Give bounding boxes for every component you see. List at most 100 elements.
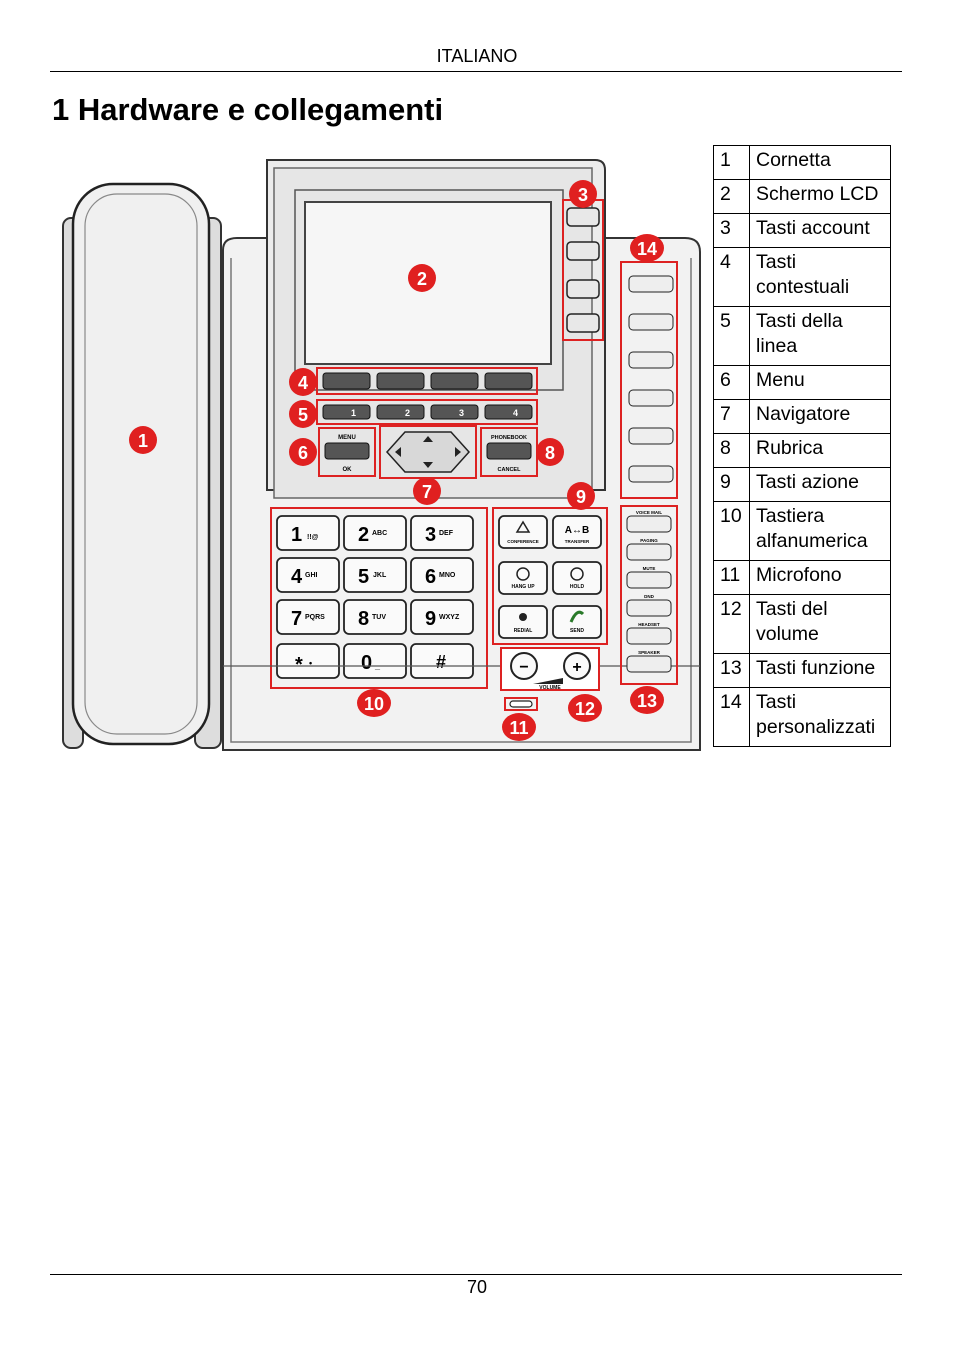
phonebook-label-top: PHONEBOOK [491, 435, 527, 441]
legend-label: Schermo LCD [749, 179, 891, 214]
legend-label: Tasti account [749, 213, 891, 248]
action-label-transfer: TRANSFER [565, 539, 590, 544]
menu-label-bottom: OK [343, 467, 353, 473]
action-label-hold: HOLD [570, 584, 585, 590]
dial-digit-4: 4 [291, 566, 303, 588]
legend-number: 14 [713, 687, 750, 747]
legend-label: Tasti della linea [749, 306, 891, 366]
legend-number: 10 [713, 501, 750, 561]
function-label-dnd: DND [644, 594, 654, 599]
line-keys: 1 2 3 4 [316, 399, 538, 425]
callout-3: 3 [578, 185, 588, 205]
callout-10: 10 [364, 694, 384, 714]
callout-11: 11 [509, 718, 528, 738]
legend-label: Tasti funzione [749, 653, 891, 688]
account-keys [562, 199, 604, 341]
dial-sub-8: TUV [372, 614, 386, 621]
legend-label: Tasti personalizzati [749, 687, 891, 747]
callout-14-badge [630, 234, 664, 262]
legend-number: 8 [713, 433, 750, 468]
legend-label: Menu [749, 365, 891, 400]
phonebook-label-bottom: CANCEL [498, 467, 522, 473]
callout-1: 1 [138, 431, 148, 451]
legend-number: 13 [713, 653, 750, 688]
navigator [379, 425, 477, 479]
phone-diagram: 1 2 3 4 MENU OK PHONEBOOK CANCEL [62, 159, 701, 751]
dial-sub-7: PQRS [305, 614, 325, 621]
function-label-voice-mail: VOICE MAIL [636, 510, 663, 515]
dial-digit-1: 1 [291, 524, 302, 546]
dial-sub-2: ABC [372, 530, 387, 537]
language-header: ITALIANO [436, 46, 518, 66]
callout-12-badge [568, 694, 602, 722]
function-label-paging: PAGING [640, 538, 658, 543]
dial-sub-1: !!@ [307, 534, 319, 541]
section-title: 1 Hardware e collegamenti [52, 92, 444, 127]
callout-11-badge [502, 713, 536, 741]
dial-digit-9: 9 [425, 608, 436, 630]
soft-keys [316, 367, 538, 395]
dial-sub-4: GHI [305, 572, 318, 579]
dialpad: 1 !!@ 2 ABC 3 DEF 4 GHI 5 JKL 6 MNO 7 PQ… [270, 507, 488, 689]
page-number: 70 [466, 1277, 488, 1297]
callout-9: 9 [576, 487, 586, 507]
function-keys: VOICE MAIL PAGING MUTE DND HEADSET SPEAK… [620, 505, 678, 685]
legend-label: Rubrica [749, 433, 891, 468]
line-key-label-2: 2 [405, 408, 410, 418]
legend-label: Tasti contestuali [749, 247, 891, 307]
function-label-headset: HEADSET [638, 622, 660, 627]
volume-plus: + [572, 659, 581, 676]
legend-number: 4 [713, 247, 750, 307]
callout-5-badge [289, 400, 317, 428]
menu-key: MENU OK [318, 427, 376, 477]
dial-digit-2: 2 [358, 524, 369, 546]
phonebook-key: PHONEBOOK CANCEL [480, 427, 538, 477]
callout-8: 8 [545, 443, 555, 463]
callout-14: 14 [637, 239, 657, 259]
legend-number: 3 [713, 213, 750, 248]
callout-13: 13 [637, 691, 657, 711]
legend-number: 5 [713, 306, 750, 366]
header-rule [50, 71, 902, 72]
callout-1-badge [129, 426, 157, 454]
legend-label: Cornetta [749, 145, 891, 180]
line-key-label-4: 4 [513, 408, 518, 418]
legend-label: Tastiera alfanumerica [749, 501, 891, 561]
dial-digit-5: 5 [358, 566, 369, 588]
callout-2-badge [408, 264, 436, 292]
legend-label: Microfono [749, 560, 891, 595]
legend-number: 11 [713, 560, 750, 595]
dial-digit-8: 8 [358, 608, 369, 630]
dial-digit-star: * [295, 654, 303, 676]
microphone [504, 697, 538, 711]
callout-6: 6 [298, 443, 308, 463]
volume-keys: − + VOLUME [223, 647, 700, 691]
dial-digit-6: 6 [425, 566, 436, 588]
legend-number: 1 [713, 145, 750, 180]
callout-6-badge [289, 438, 317, 466]
legend-number: 12 [713, 594, 750, 654]
line-key-label-1: 1 [351, 408, 356, 418]
dial-sub-6: MNO [439, 572, 456, 579]
callout-7: 7 [422, 482, 432, 502]
action-label-hang-up: HANG UP [511, 584, 535, 590]
dial-digit-hash: # [436, 652, 446, 672]
line-key-label-3: 3 [459, 408, 464, 418]
legend-number: 7 [713, 399, 750, 434]
callout-3-badge [569, 180, 597, 208]
action-label-send: SEND [570, 628, 584, 634]
legend-label: Tasti azione [749, 467, 891, 502]
legend-label: Tasti del volume [749, 594, 891, 654]
dial-digit-7: 7 [291, 608, 302, 630]
handset [62, 182, 222, 749]
action-label-redial: REDIAL [514, 628, 533, 634]
